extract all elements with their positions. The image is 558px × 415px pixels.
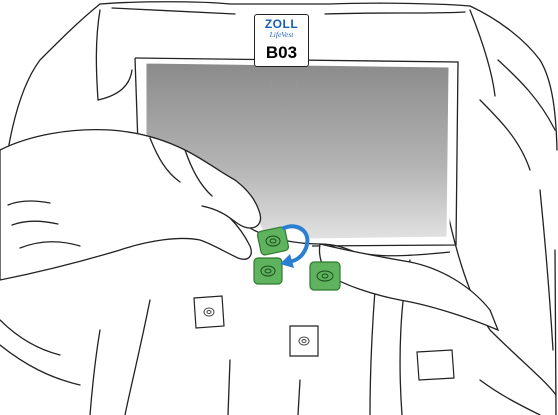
brand-logo: ZOLL	[255, 18, 308, 30]
fabric-patch	[417, 350, 454, 380]
garment-label-tag: ZOLL LifeVest B03	[254, 14, 309, 67]
electrode-top	[257, 226, 289, 255]
product-name: LifeVest	[255, 31, 308, 39]
electrode-left	[254, 258, 282, 284]
fabric-fold	[319, 244, 498, 330]
snap-icon	[290, 326, 318, 356]
size-code: B03	[255, 44, 308, 62]
electrode-right	[310, 262, 340, 290]
snap-icon	[194, 296, 224, 328]
